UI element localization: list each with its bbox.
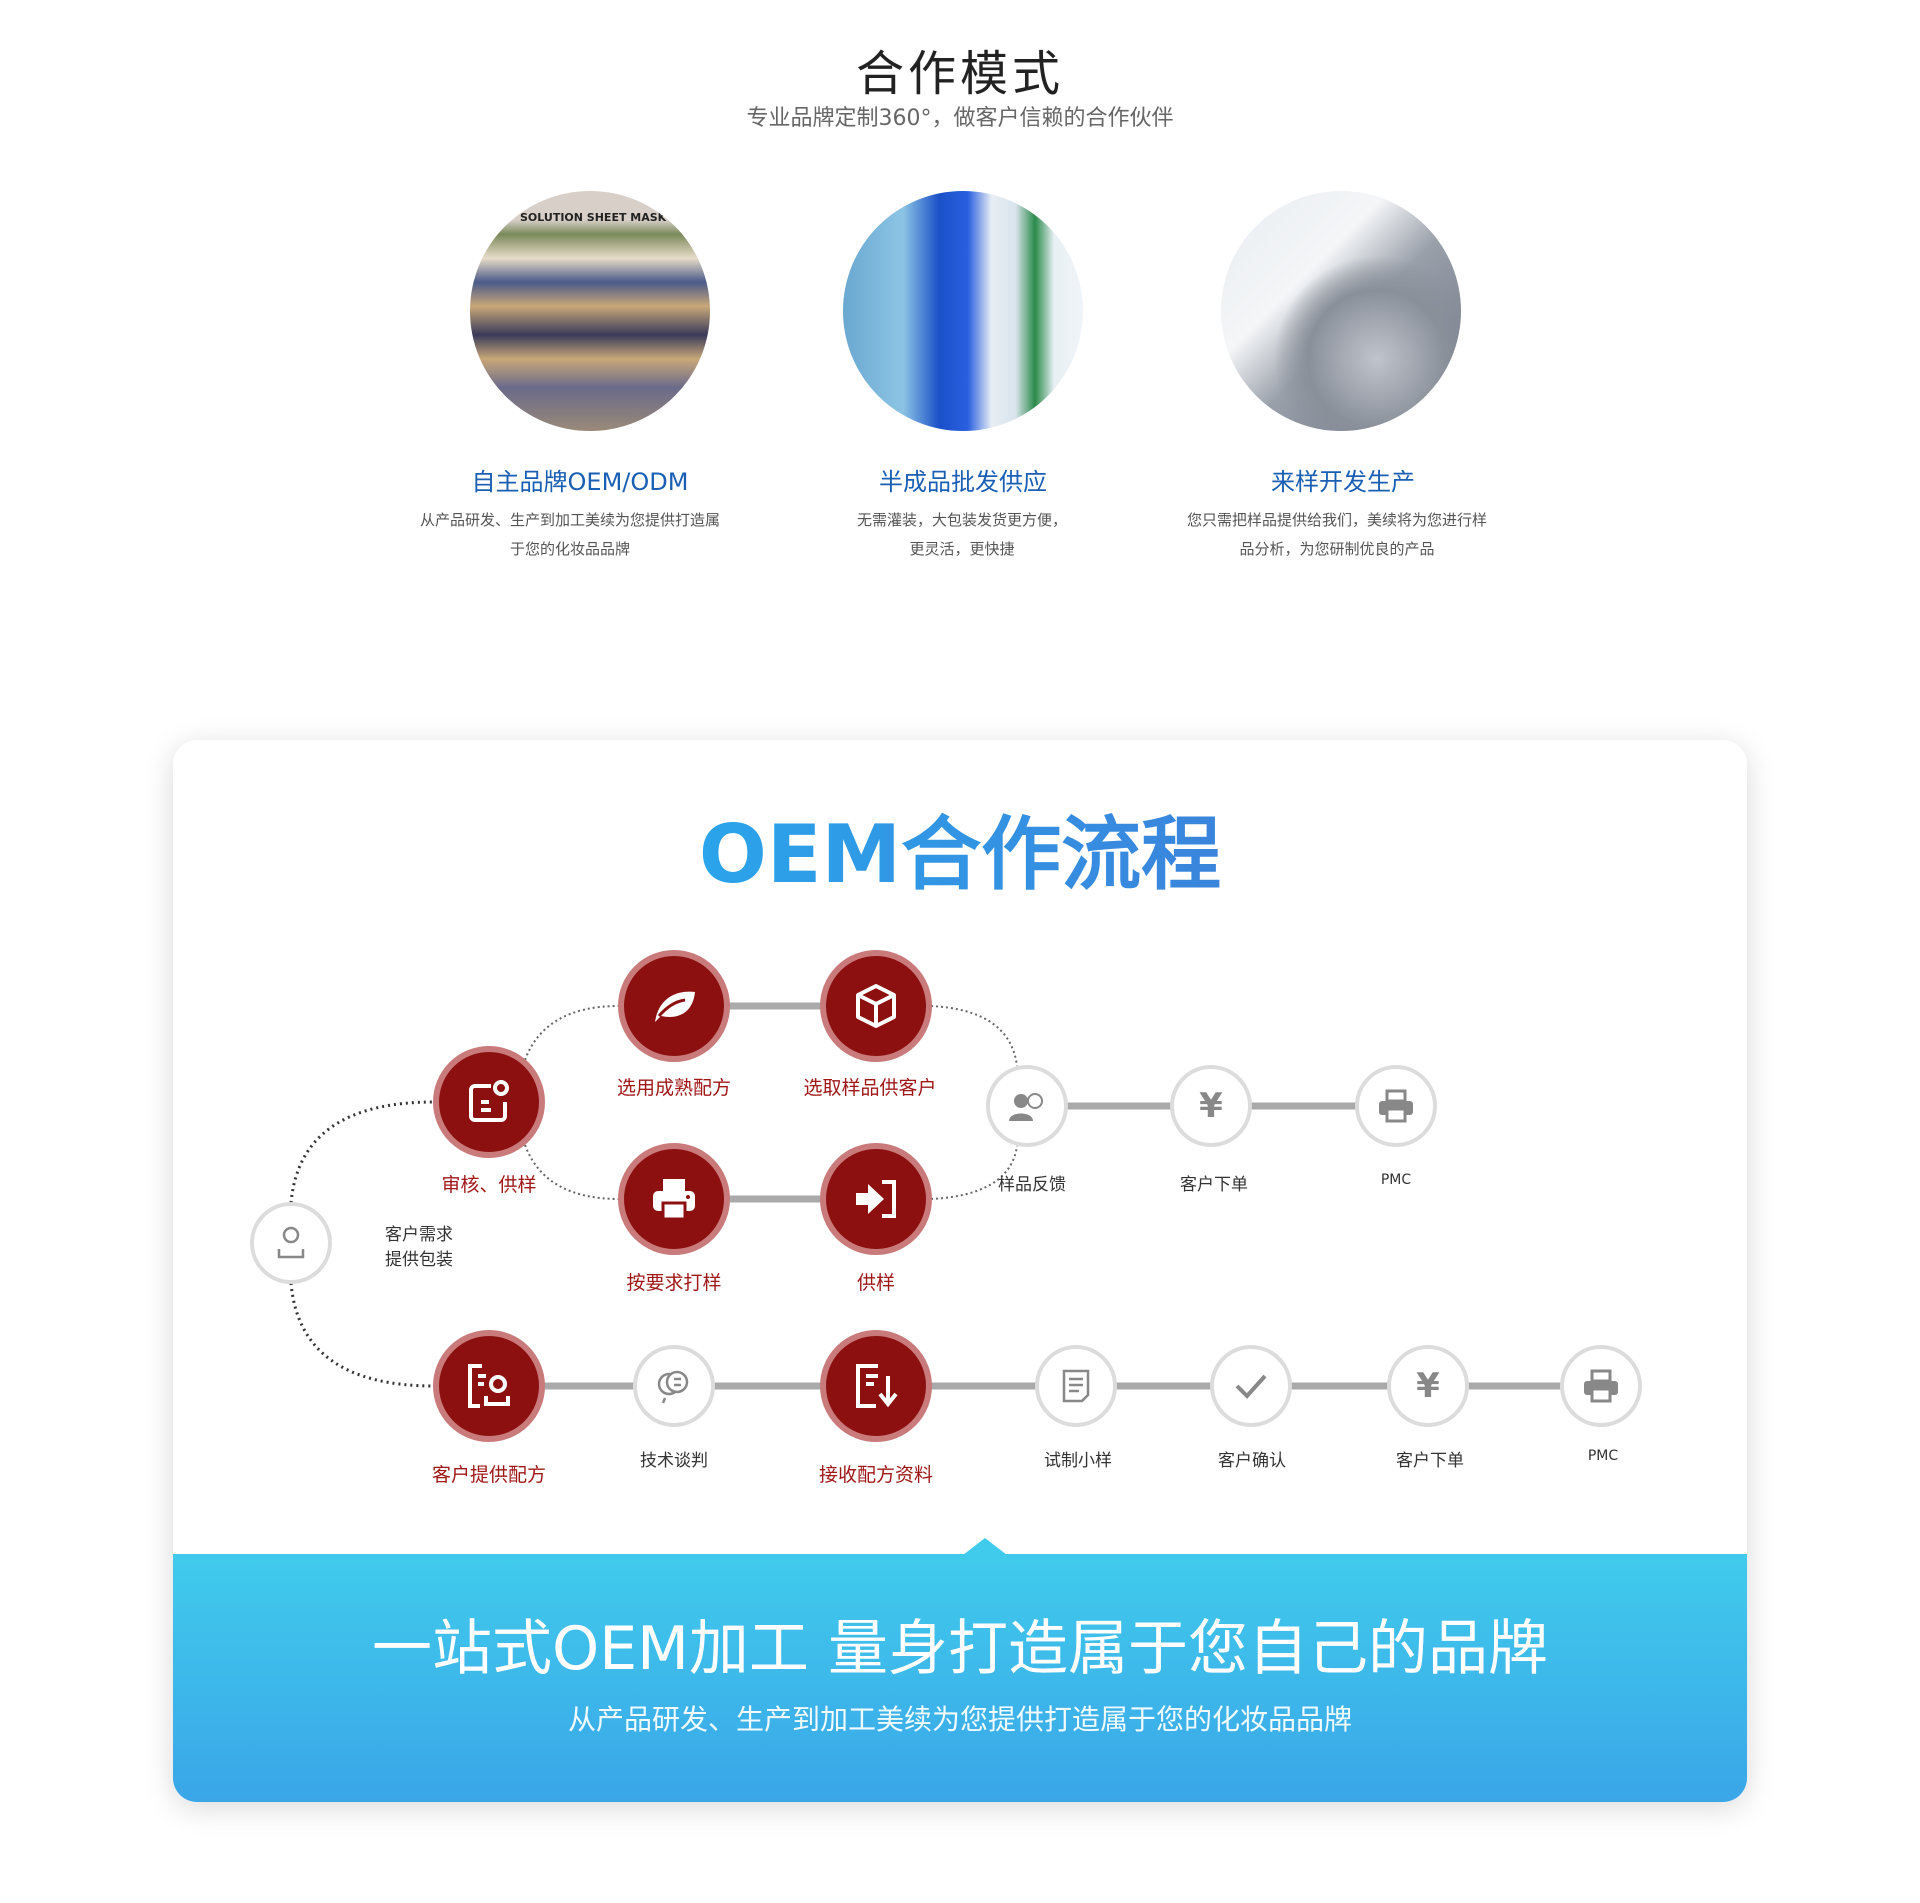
yen-icon: ¥ — [1416, 1366, 1440, 1406]
document-download-icon — [856, 1364, 898, 1408]
step-label: PMC — [1380, 1172, 1412, 1188]
photo-label: SOLUTION SHEET MASK — [520, 211, 667, 224]
printer-icon — [1379, 1089, 1413, 1123]
step-label: 选用成熟配方 — [616, 1077, 732, 1099]
step-label: 样品反馈 — [998, 1175, 1066, 1195]
feedback-icon — [1009, 1093, 1043, 1121]
service-title: 来样开发生产 — [1271, 468, 1415, 496]
dotted-connector — [524, 1144, 620, 1200]
step-print-sample — [618, 1143, 730, 1255]
step-order: ¥ — [1387, 1345, 1469, 1427]
check-icon — [1235, 1374, 1267, 1399]
photo-lab-workers — [1221, 191, 1461, 431]
banner-heading: 一站式OEM加工 量身打造属于您自己的品牌 — [372, 1614, 1548, 1684]
dotted-connector — [930, 1005, 1018, 1067]
enter-icon — [856, 1180, 896, 1218]
step-label: 选取样品供客户 — [803, 1077, 937, 1099]
dotted-connector — [289, 1282, 435, 1388]
chat-icon — [657, 1370, 689, 1404]
printer-icon — [1584, 1369, 1618, 1403]
step-negotiation — [633, 1345, 715, 1427]
step-label: 按要求打样 — [626, 1272, 722, 1294]
step-label: 审核、供样 — [441, 1174, 537, 1196]
formula-icon — [468, 1364, 510, 1408]
section-title: 合作模式 — [855, 46, 1065, 102]
service-desc: 无需灌装，大包装发货更方便，更灵活，更快捷 — [856, 511, 1068, 558]
band-notch — [963, 1538, 1007, 1555]
review-icon — [469, 1080, 509, 1122]
step-label: 客户下单 — [1396, 1451, 1464, 1471]
section-subtitle: 专业品牌定制360°，做客户信赖的合作伙伴 — [746, 106, 1174, 131]
banner-subtitle: 从产品研发、生产到加工美续为您提供打造属于您的化妆品品牌 — [567, 1703, 1353, 1736]
step-trial — [1035, 1345, 1117, 1427]
dotted-connector — [524, 1005, 620, 1061]
step-label: 技术谈判 — [640, 1451, 708, 1471]
service-title: 自主品牌OEM/ODM — [471, 468, 689, 496]
step-label: PMC — [1587, 1448, 1619, 1464]
yen-icon: ¥ — [1199, 1086, 1223, 1126]
photo-brand-shelves: SOLUTION SHEET MASK — [470, 191, 710, 431]
step-select-sample — [820, 950, 932, 1062]
step-review — [433, 1046, 545, 1158]
customer-label: 客户需求提供包装 — [385, 1225, 453, 1270]
user-icon — [277, 1226, 305, 1259]
dotted-connector — [289, 1100, 435, 1204]
step-label: 客户确认 — [1218, 1451, 1286, 1471]
customer-node — [250, 1202, 332, 1284]
step-feedback — [986, 1065, 1068, 1147]
step-label: 客户下单 — [1180, 1175, 1248, 1195]
step-label: 供样 — [856, 1272, 896, 1294]
step-order: ¥ — [1170, 1065, 1252, 1147]
service-desc: 您只需把样品提供给我们，美续将为您进行样品分析，为您研制优良的产品 — [1186, 511, 1488, 558]
dotted-connector — [930, 1145, 1018, 1200]
step-mature-formula — [618, 950, 730, 1062]
photo-barrels — [843, 191, 1083, 431]
step-confirm — [1210, 1345, 1292, 1427]
printer-icon — [653, 1179, 695, 1221]
banner-band — [173, 1554, 1747, 1802]
step-label: 试制小样 — [1044, 1451, 1112, 1471]
service-title: 半成品批发供应 — [879, 468, 1047, 496]
box-icon — [856, 984, 896, 1028]
step-label: 接收配方资料 — [818, 1464, 934, 1486]
step-pmc — [1355, 1065, 1437, 1147]
document-icon — [1062, 1369, 1090, 1403]
flow-title: OEM合作流程 — [699, 790, 1221, 906]
leaf-icon — [655, 991, 695, 1022]
service-desc: 从产品研发、生产到加工美续为您提供打造属于您的化妆品品牌 — [419, 511, 721, 558]
step-supply-sample — [820, 1143, 932, 1255]
step-label: 客户提供配方 — [431, 1464, 547, 1486]
step-client-formula — [433, 1330, 545, 1442]
step-pmc — [1560, 1345, 1642, 1427]
step-receive-formula — [820, 1330, 932, 1442]
